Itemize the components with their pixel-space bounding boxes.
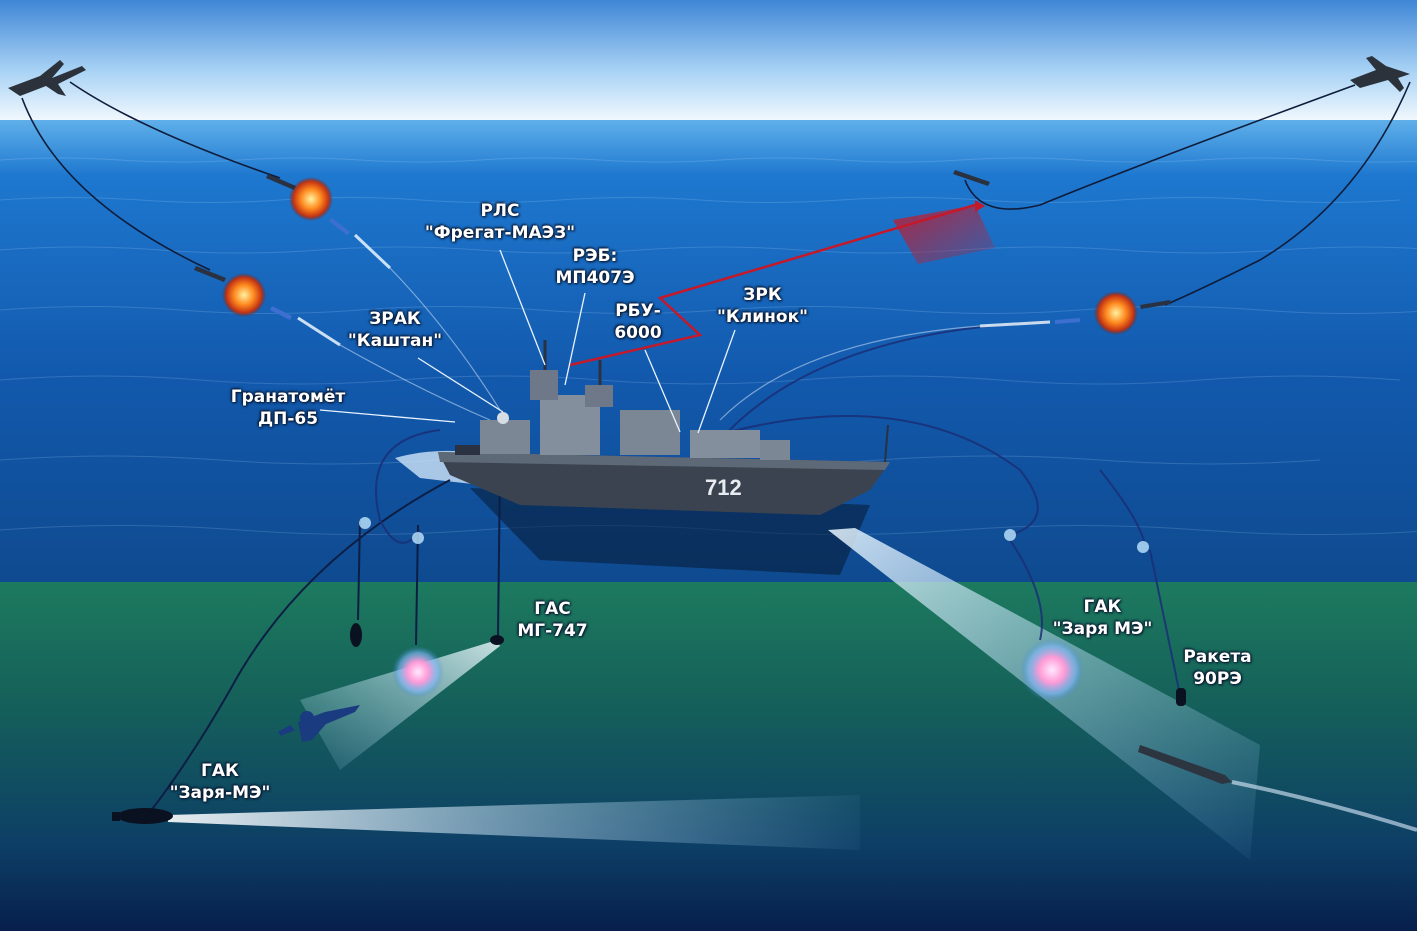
defense-trajectories — [339, 267, 981, 421]
label-gak-left-line2: "Заря-МЭ" — [169, 783, 271, 803]
depth-charge-icon — [350, 623, 362, 647]
submarine-icon — [112, 808, 173, 824]
radar-beam — [569, 200, 995, 367]
trajectory-lines — [21, 81, 1411, 306]
explosion-icon — [222, 273, 266, 317]
gas-sonar-dome — [490, 635, 504, 645]
label-missile-line2: 90РЭ — [1193, 669, 1242, 689]
label-zrak-line1: ЗРАК — [369, 309, 421, 329]
towed-sonar-beam — [168, 795, 860, 850]
label-zrak-line2: "Каштан" — [347, 331, 443, 351]
missile-contrails — [297, 233, 1051, 347]
label-zrk-line2: "Клинок" — [717, 307, 808, 327]
buoy-icon — [412, 532, 424, 544]
sonar-cables — [149, 469, 501, 813]
label-zrak-kashtan: ЗРАК "Каштан" — [335, 308, 455, 352]
label-rls-line2: "Фрегат-МАЭЗ" — [424, 223, 576, 243]
leader-lines — [319, 249, 736, 434]
label-zrk-klinok: ЗРК "Клинок" — [705, 284, 820, 328]
signal-arcs — [375, 321, 1181, 696]
jet-icon — [1350, 56, 1410, 92]
explosion-icon — [1094, 291, 1138, 335]
label-reb-line2: МП407Э — [555, 268, 635, 288]
interceptor-icon — [270, 218, 1080, 324]
label-grenade-line1: Гранатомёт — [230, 387, 346, 407]
label-rbu-6000: РБУ- 6000 — [598, 300, 678, 344]
label-rbu-line2: 6000 — [614, 323, 662, 343]
label-gak-zarya-right: ГАК "Заря МЭ" — [1040, 596, 1165, 640]
label-missile-line1: Ракета — [1183, 647, 1252, 667]
label-gak-zarya-left: ГАК "Заря-МЭ" — [155, 760, 285, 804]
sonar-contact-glow-right — [1020, 638, 1084, 702]
label-gak-right-line2: "Заря МЭ" — [1052, 619, 1153, 639]
sky — [0, 0, 1417, 130]
diver-icon — [278, 705, 360, 742]
gas-sonar-beam — [300, 640, 500, 770]
label-missile-90re: Ракета 90РЭ — [1175, 646, 1260, 690]
label-zrk-line1: ЗРК — [743, 285, 782, 305]
label-rls-fregat: РЛС "Фрегат-МАЭЗ" — [410, 200, 590, 244]
missile-icon — [1176, 688, 1186, 706]
buoy-icon — [359, 517, 371, 529]
torpedo-icon — [1138, 745, 1417, 832]
jet-icon — [8, 60, 86, 96]
missile-icon — [194, 170, 1171, 309]
buoy-icon — [1137, 541, 1149, 553]
hull-number: 712 — [705, 475, 742, 500]
sonar-contact-glow — [392, 646, 444, 698]
label-grenade-line2: ДП-65 — [257, 409, 319, 429]
label-reb-mp407: РЭБ: МП407Э — [545, 245, 645, 289]
label-gak-right-line1: ГАК — [1083, 597, 1122, 617]
label-rbu-line1: РБУ- — [615, 301, 661, 321]
label-rls-line1: РЛС — [480, 201, 520, 221]
label-gas-line1: ГАС — [534, 599, 571, 619]
label-grenade-launcher: Гранатомёт ДП-65 — [218, 386, 358, 430]
explosion-icon — [289, 177, 333, 221]
label-gas-mg747: ГАС МГ-747 — [505, 598, 600, 642]
label-reb-line1: РЭБ: — [572, 246, 618, 266]
label-gak-left-line1: ГАК — [201, 761, 239, 781]
frigate-icon — [438, 340, 890, 515]
buoy-icon — [1004, 529, 1016, 541]
label-gas-line2: МГ-747 — [517, 621, 588, 641]
